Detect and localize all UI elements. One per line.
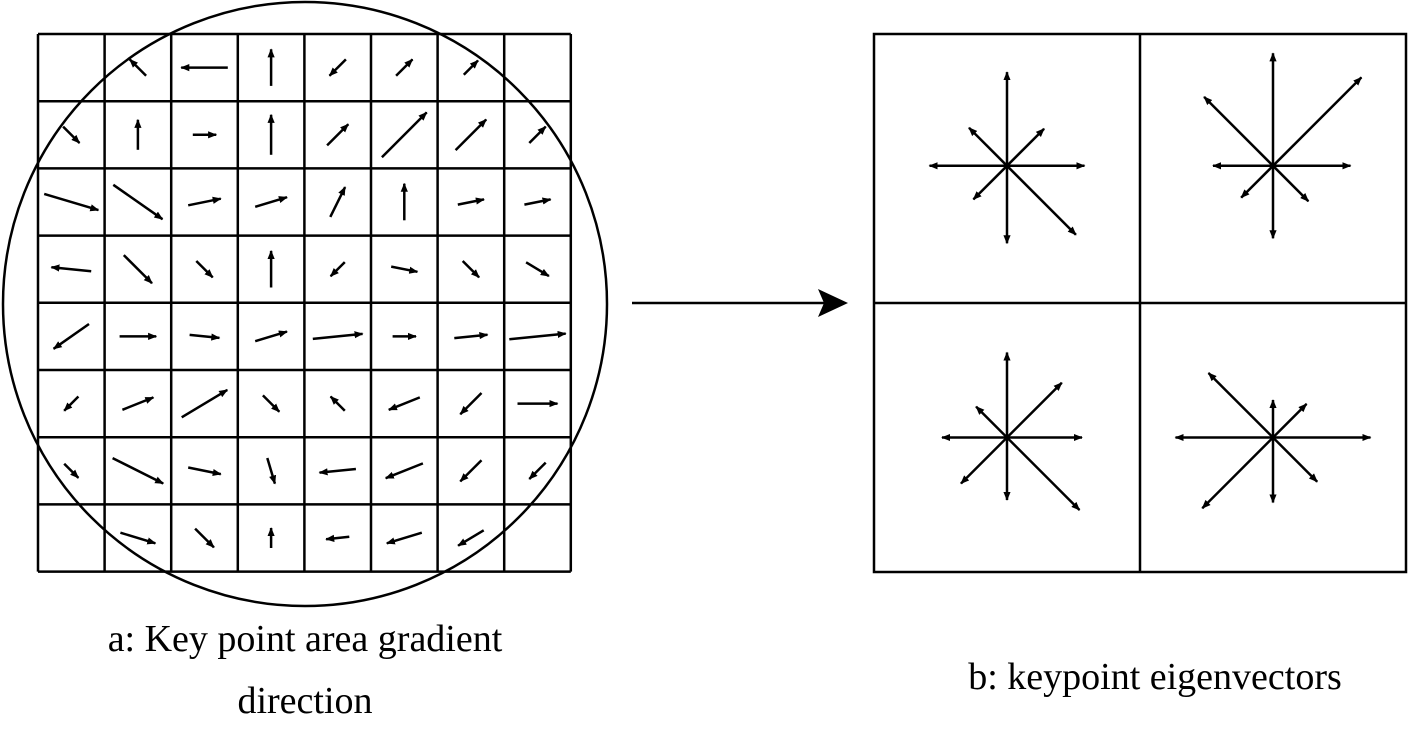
eigenvector-arrow — [1273, 404, 1307, 438]
caption-b: b: keypoint eigenvectors — [870, 646, 1408, 708]
gradient-arrow — [51, 267, 91, 271]
gradient-arrow — [382, 112, 427, 157]
gradient-arrow — [195, 529, 214, 548]
gradient-arrow — [396, 59, 412, 75]
gradient-arrow — [267, 458, 275, 484]
gradient-arrow — [54, 324, 89, 349]
gradient-arrow — [122, 397, 153, 409]
gradient-arrow — [460, 460, 481, 481]
gradient-arrow — [64, 397, 78, 411]
eigenvector-arrow — [1204, 97, 1273, 166]
caption-a-line1: a: Key point area gradient — [40, 608, 570, 670]
eigenvector-arrow — [1209, 373, 1274, 438]
gradient-arrow — [460, 393, 481, 414]
eigenvector-arrow — [961, 438, 1007, 484]
caption-a-line2: direction — [40, 670, 570, 732]
gradient-arrow — [188, 468, 221, 475]
gradient-arrow — [113, 185, 162, 219]
gradient-arrow — [331, 262, 345, 276]
gradient-arrow — [391, 267, 417, 272]
gradient-arrow — [320, 469, 356, 473]
panel-b — [874, 34, 1406, 572]
eigenvector-star-top-right — [1204, 53, 1361, 238]
eigenvector-arrow — [1202, 438, 1273, 509]
gradient-arrow — [330, 59, 346, 75]
gradient-arrow — [326, 537, 349, 539]
eigenvector-arrow — [1273, 166, 1308, 201]
gradient-grid — [38, 34, 571, 572]
gradient-arrow — [463, 261, 479, 277]
gradient-arrow — [524, 199, 550, 204]
gradient-arrow — [64, 464, 78, 478]
gradient-arrow — [509, 334, 565, 340]
eigenvector-arrow — [1007, 166, 1076, 235]
panel-a — [3, 2, 607, 606]
eigenvector-arrow — [1273, 438, 1317, 482]
eigenvector-arrow — [1273, 77, 1361, 165]
gradient-arrow — [464, 61, 478, 75]
eigenvector-arrow — [969, 128, 1007, 166]
gradient-arrow — [529, 127, 545, 143]
eigenvector-arrow — [1007, 129, 1044, 166]
gradient-arrow — [190, 335, 220, 338]
gradient-arrow — [458, 199, 484, 204]
gradient-arrow — [387, 533, 422, 544]
gradient-arrow — [130, 59, 146, 75]
gradient-arrow — [263, 395, 279, 411]
eigenvector-arrow — [976, 407, 1007, 438]
gradient-arrow — [458, 530, 484, 545]
caption-a: a: Key point area gradient direction — [40, 608, 570, 732]
eigenvector-histograms — [930, 53, 1371, 510]
gradient-arrow — [182, 390, 228, 417]
gradient-arrow — [255, 332, 287, 342]
gradient-arrow — [255, 197, 287, 207]
gradient-arrow — [327, 124, 348, 145]
gradient-arrow — [188, 199, 221, 206]
eigenvector-arrow — [1241, 166, 1273, 198]
gradient-arrow — [454, 335, 487, 338]
eigenvector-arrow — [1007, 383, 1062, 438]
eigenvector-arrow — [973, 166, 1007, 200]
eigenvector-star-bottom-left — [942, 353, 1082, 511]
gradient-arrow — [113, 458, 164, 483]
eigenvector-star-bottom-right — [1176, 373, 1371, 508]
gradient-arrow — [63, 127, 79, 143]
gradient-arrow — [196, 261, 212, 277]
eigenvector-star-top-left — [930, 72, 1085, 243]
gradient-arrow — [331, 397, 345, 411]
gradient-arrow — [330, 187, 345, 217]
gradient-arrow — [526, 262, 549, 276]
gradient-arrow — [124, 255, 152, 283]
gradient-arrow — [529, 463, 545, 479]
gradient-arrow — [456, 120, 487, 151]
gradient-arrow — [386, 463, 423, 478]
gradient-arrow — [120, 533, 155, 544]
gradient-arrow — [44, 194, 98, 210]
gradient-arrow — [313, 334, 363, 339]
transition-arrow — [632, 289, 848, 317]
gradient-arrow — [389, 397, 420, 409]
eigenvector-arrow — [1007, 438, 1080, 511]
